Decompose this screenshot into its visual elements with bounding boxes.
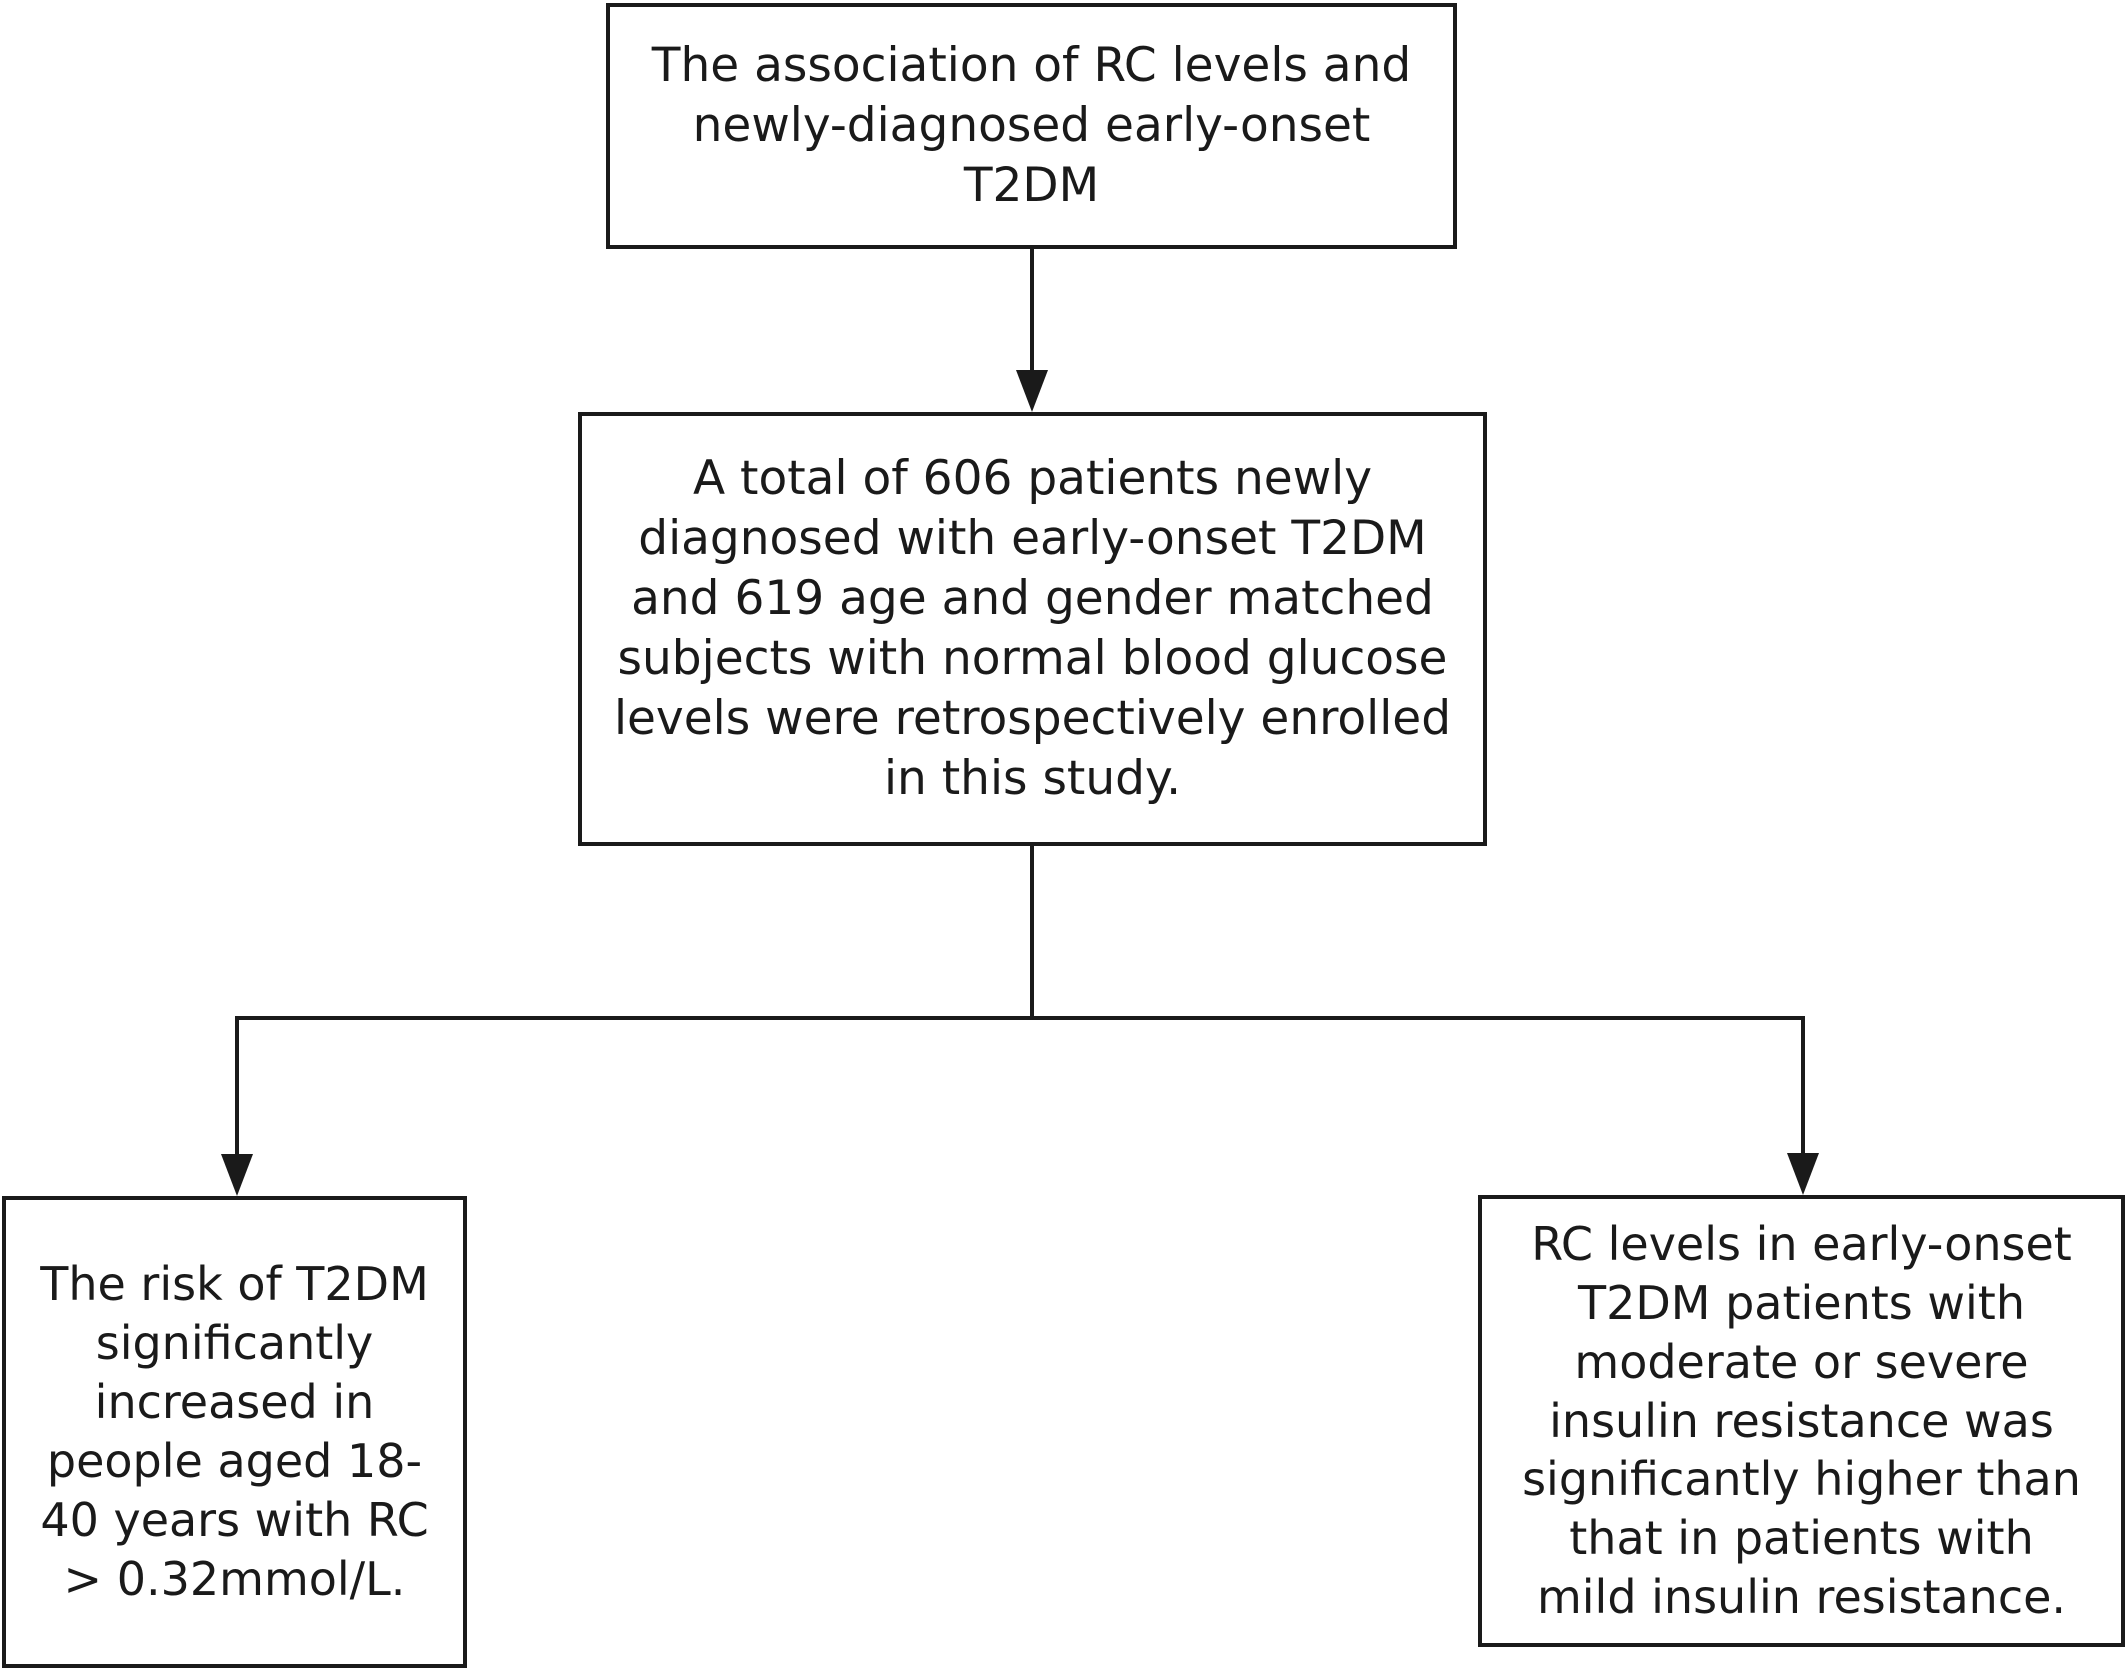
node-line: insulin resistance was: [1549, 1393, 2054, 1448]
node-study-topic: The association of RC levels and newly-d…: [606, 3, 1457, 249]
node-line: that in patients with: [1569, 1511, 2034, 1566]
node-line: subjects with normal blood glucose: [617, 631, 1448, 686]
node-finding-insulin-resistance-text: RC levels in early-onset T2DM patients w…: [1512, 1215, 2091, 1627]
node-finding-risk-text: The risk of T2DM significantly increased…: [30, 1255, 439, 1608]
node-study-topic-text: The association of RC levels and newly-d…: [642, 36, 1421, 216]
node-line: increased in: [94, 1375, 375, 1430]
arrowhead-icon: [1787, 1153, 1819, 1195]
node-line: RC levels in early-onset: [1531, 1216, 2072, 1271]
node-finding-risk: The risk of T2DM significantly increased…: [2, 1196, 467, 1668]
node-line: and 619 age and gender matched: [631, 570, 1434, 626]
node-line: people aged 18-: [46, 1434, 423, 1488]
node-line: T2DM patients with: [1578, 1275, 2025, 1330]
node-line: 40 years with RC: [40, 1492, 429, 1547]
node-line: diagnosed with early-onset T2DM: [638, 510, 1427, 566]
node-line: mild insulin resistance.: [1536, 1570, 2067, 1625]
node-line: The association of RC levels and: [651, 37, 1412, 93]
node-study-population: A total of 606 patients newly diagnosed …: [578, 412, 1487, 846]
node-line: significantly higher than: [1522, 1452, 2081, 1507]
node-line: newly-diagnosed early-onset: [692, 97, 1371, 153]
node-line: A total of 606 patients newly: [692, 450, 1373, 506]
node-line: moderate or severe: [1574, 1334, 2029, 1389]
arrowhead-icon: [221, 1154, 253, 1196]
node-finding-insulin-resistance: RC levels in early-onset T2DM patients w…: [1478, 1195, 2125, 1647]
arrowhead-icon: [1016, 370, 1048, 412]
node-line: T2DM: [963, 158, 1100, 214]
edge-middle-to-left: [221, 1016, 253, 1196]
node-line: significantly: [95, 1316, 374, 1371]
node-line: levels were retrospectively enrolled: [613, 691, 1452, 747]
edge-middle-to-branches: [235, 846, 1803, 1020]
node-line: in this study.: [883, 751, 1182, 807]
node-study-population-text: A total of 606 patients newly diagnosed …: [604, 449, 1461, 810]
node-line: The risk of T2DM: [40, 1257, 429, 1312]
edge-top-to-middle: [1016, 249, 1048, 412]
node-line: > 0.32mmol/L.: [63, 1551, 406, 1606]
edge-middle-to-right: [1787, 1016, 1819, 1195]
